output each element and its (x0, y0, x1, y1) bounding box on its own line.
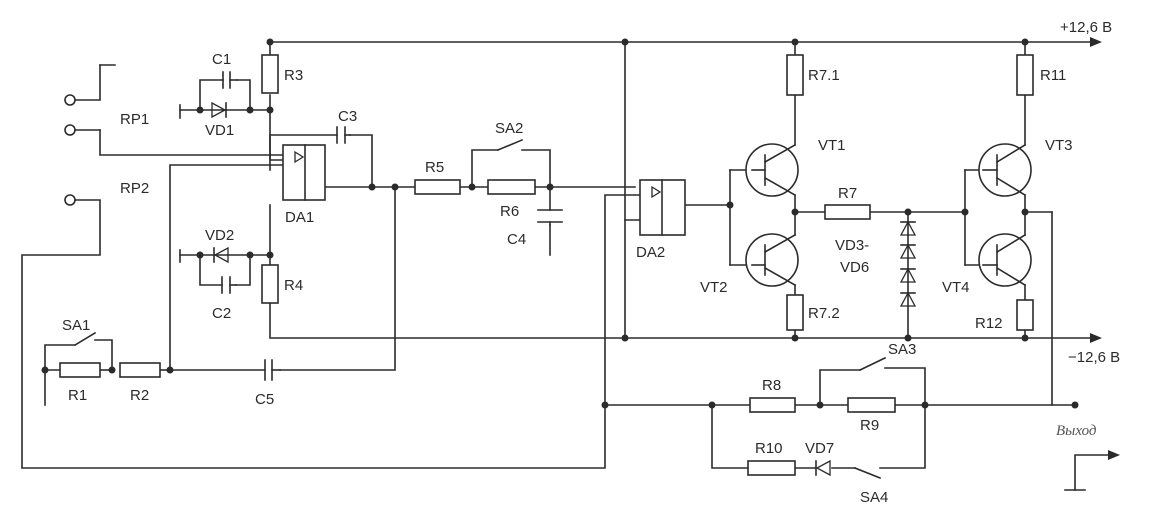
resistor-r12 (1016, 299, 1034, 331)
label-positive-rail: +12,6 B (1060, 19, 1112, 36)
label-r9: R9 (860, 417, 879, 434)
diode-vd1 (211, 101, 227, 119)
capacitor-c1 (222, 71, 238, 89)
label-sa1: SA1 (62, 317, 90, 334)
arrow-output (1108, 450, 1120, 460)
label-rp1: RP1 (120, 111, 149, 128)
label-r11: R11 (1040, 67, 1066, 84)
capacitor-c5 (264, 359, 281, 381)
transistor-vt4 (978, 233, 1032, 287)
resistor-r11 (1016, 54, 1034, 96)
switch-sa4 (853, 466, 882, 480)
label-r7-2: R7.2 (808, 305, 840, 322)
label-vt1: VT1 (818, 137, 846, 154)
label-c4: C4 (507, 231, 526, 248)
label-vt2: VT2 (700, 279, 728, 296)
label-c5: C5 (255, 391, 274, 408)
capacitor-c2 (221, 276, 237, 294)
label-r2: R2 (130, 387, 149, 404)
resistor-r7-1 (786, 54, 804, 96)
resistor-r5 (414, 179, 461, 195)
label-da2: DA2 (636, 244, 665, 261)
transistor-vt3 (978, 143, 1032, 197)
resistor-r7 (824, 204, 871, 220)
label-r10: R10 (755, 440, 783, 457)
switch-sa2 (496, 138, 524, 152)
opamp-da1 (282, 144, 326, 201)
junction-dots (41, 38, 1079, 409)
label-r8: R8 (762, 377, 781, 394)
label-vd7: VD7 (805, 440, 834, 457)
label-r6: R6 (500, 203, 519, 220)
label-c1: C1 (212, 51, 231, 68)
resistor-r9 (847, 397, 896, 413)
label-r3: R3 (284, 67, 303, 84)
resistor-r2 (119, 362, 161, 378)
wiring (21, 41, 1109, 491)
label-r5: R5 (425, 159, 444, 176)
resistor-r3 (261, 54, 279, 94)
arrow-negative-rail (1090, 333, 1102, 343)
resistor-r4 (261, 264, 279, 304)
transistor-vt1 (745, 143, 799, 197)
label-vd2: VD2 (205, 227, 234, 244)
label-sa2: SA2 (495, 120, 523, 137)
switch-rp-terminals (64, 94, 76, 206)
label-output: Выход (1056, 423, 1097, 439)
label-vd3-vd6-a: VD3- (835, 237, 869, 254)
label-r12: R12 (975, 315, 1003, 332)
opamp-da2 (639, 179, 686, 236)
resistor-r6 (487, 179, 536, 195)
capacitor-c4 (537, 209, 563, 226)
label-c2: C2 (212, 305, 231, 322)
label-vt3: VT3 (1045, 137, 1073, 154)
resistor-r8 (749, 397, 796, 413)
label-r7-1: R7.1 (808, 67, 840, 84)
label-negative-rail: −12,6 B (1068, 349, 1120, 366)
label-vd1: VD1 (205, 122, 234, 139)
diode-stack-vd3-vd6 (899, 220, 917, 307)
label-c3: C3 (338, 108, 357, 125)
diode-vd2 (213, 246, 229, 264)
label-r1: R1 (68, 387, 87, 404)
label-rp2: RP2 (120, 180, 149, 197)
capacitor-c3 (336, 126, 351, 144)
labels: +12,6 B −12,6 B Выход RP1 RP2 SA1 SA2 SA… (62, 19, 1120, 506)
label-vd3-vd6-b: VD6 (840, 259, 869, 276)
label-r4: R4 (284, 277, 303, 294)
diode-vd7 (815, 459, 831, 477)
resistor-r10 (747, 460, 796, 476)
switch-sa1 (73, 331, 97, 347)
switch-sa3 (858, 356, 887, 372)
label-sa4: SA4 (860, 489, 888, 506)
resistor-r7-2 (786, 294, 804, 331)
arrow-positive-rail (1090, 37, 1102, 47)
label-da1: DA1 (285, 209, 314, 226)
transistor-vt2 (745, 233, 799, 287)
label-r7: R7 (838, 185, 857, 202)
label-sa3: SA3 (888, 341, 916, 358)
label-vt4: VT4 (942, 279, 970, 296)
resistor-r1 (59, 362, 101, 378)
